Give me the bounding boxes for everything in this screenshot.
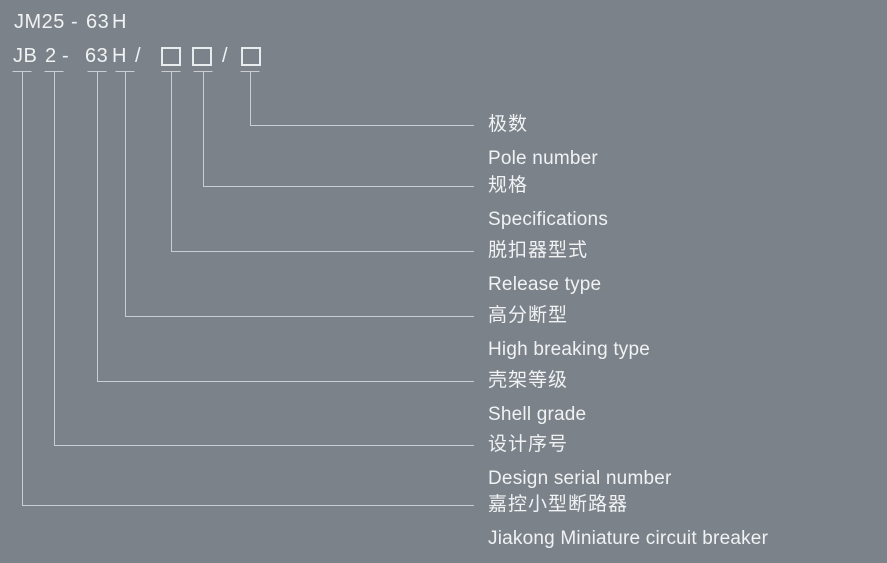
placeholder-box-spec [192,47,212,66]
connector-specifications [193,71,474,187]
legend-zh: 极数 [488,114,529,135]
legend-item-brand: 嘉控小型断路器 Jiakong Miniature circuit breake… [488,488,768,556]
connector-release-type [161,71,474,252]
connector-shell-grade [87,71,474,382]
model1-frame: 63 [86,11,110,33]
legend-item-pole-number: 极数 Pole number [488,108,598,176]
model2-design: 2 [45,45,57,67]
model1-dash: - [71,11,79,33]
legend-item-design-serial: 设计序号 Design serial number [488,428,672,496]
legend-zh: 壳架等级 [488,370,569,391]
legend-item-release-type: 脱扣器型式 Release type [488,234,601,302]
legend-item-shell-grade: 壳架等级 Shell grade [488,364,586,432]
legend-zh: 高分断型 [488,305,569,326]
model2-slash-2: / [222,45,229,67]
legend-item-high-breaking: 高分断型 High breaking type [488,299,650,367]
legend-zh: 规格 [488,175,529,196]
model2-frame: 63 [85,45,109,67]
legend-zh: 脱扣器型式 [488,240,589,261]
placeholder-box-pole [241,47,261,66]
legend-item-specifications: 规格 Specifications [488,169,608,237]
legend-en: Design serial number [488,468,672,489]
connector-brand [12,71,474,506]
legend-zh: 嘉控小型断路器 [488,494,629,515]
legend-zh: 设计序号 [488,434,569,455]
model1-series: JM25 [14,11,65,33]
model1-suffix: H [112,11,127,33]
legend-en: Pole number [488,148,598,169]
model2-dash: - [62,45,70,67]
connector-pole-number [240,71,474,126]
legend-en: Jiakong Miniature circuit breaker [488,528,769,549]
legend-en: Specifications [488,209,609,230]
connector-high-breaking [115,71,474,317]
legend-en: Shell grade [488,404,587,425]
placeholder-box-release [161,47,181,66]
model2-suffix: H [112,45,127,67]
connector-design-serial [44,71,474,446]
model2-series: JB [13,45,38,67]
legend-en: Release type [488,274,602,295]
legend-en: High breaking type [488,339,651,360]
model2-slash-1: / [135,45,142,67]
